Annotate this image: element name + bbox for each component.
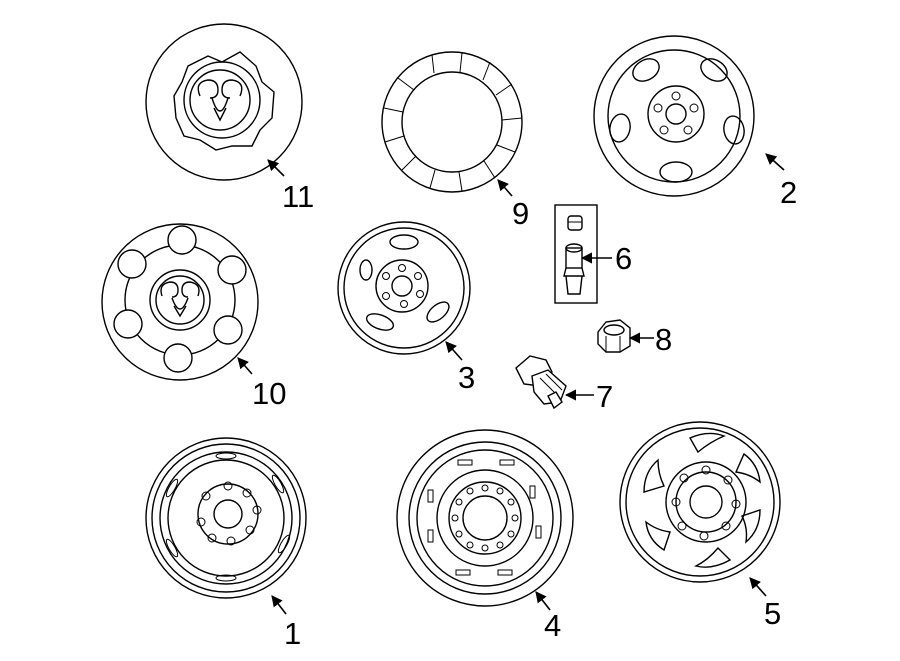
part-3-steel-wheel [337,221,471,355]
callout-3: 3 [445,341,475,395]
callout-6: 6 [580,241,632,276]
callout-9-label: 9 [512,196,529,231]
callout-5-label: 5 [764,596,781,631]
callout-9: 9 [497,179,529,231]
ram-logo-icon [160,281,200,318]
callout-8: 8 [628,322,672,357]
callout-8-label: 8 [655,322,672,357]
part-8-lug-nut [597,319,631,353]
part-1-steel-wheel [145,437,307,599]
part-2-aluminum-wheel [593,35,755,197]
part-7-wheel-lock [515,355,567,410]
callout-3-label: 3 [458,360,475,395]
valve-cap-icon [567,215,583,231]
part-5-aluminum-wheel [619,421,781,583]
callout-2: 2 [765,153,797,210]
valve-stem-icon [563,243,585,295]
part-4-steel-wheel [396,429,574,607]
callout-1-label: 1 [284,616,301,651]
part-6-valve-stem [554,204,598,304]
callout-6-label: 6 [615,241,632,276]
callout-11-label: 11 [282,179,314,214]
part-11-center-cap [145,23,303,181]
callout-10-label: 10 [252,376,286,411]
callout-2-label: 2 [780,175,797,210]
callout-10: 10 [237,357,286,411]
callout-11: 11 [267,159,314,214]
callout-1: 1 [271,595,301,651]
callout-7: 7 [564,379,613,414]
callout-7-label: 7 [596,379,613,414]
callout-4: 4 [535,591,561,643]
callout-4-label: 4 [544,608,561,643]
part-9-hub-cover [381,51,523,193]
part-10-center-cap [101,223,259,381]
ram-logo-icon [197,79,243,122]
callout-5: 5 [749,577,781,631]
